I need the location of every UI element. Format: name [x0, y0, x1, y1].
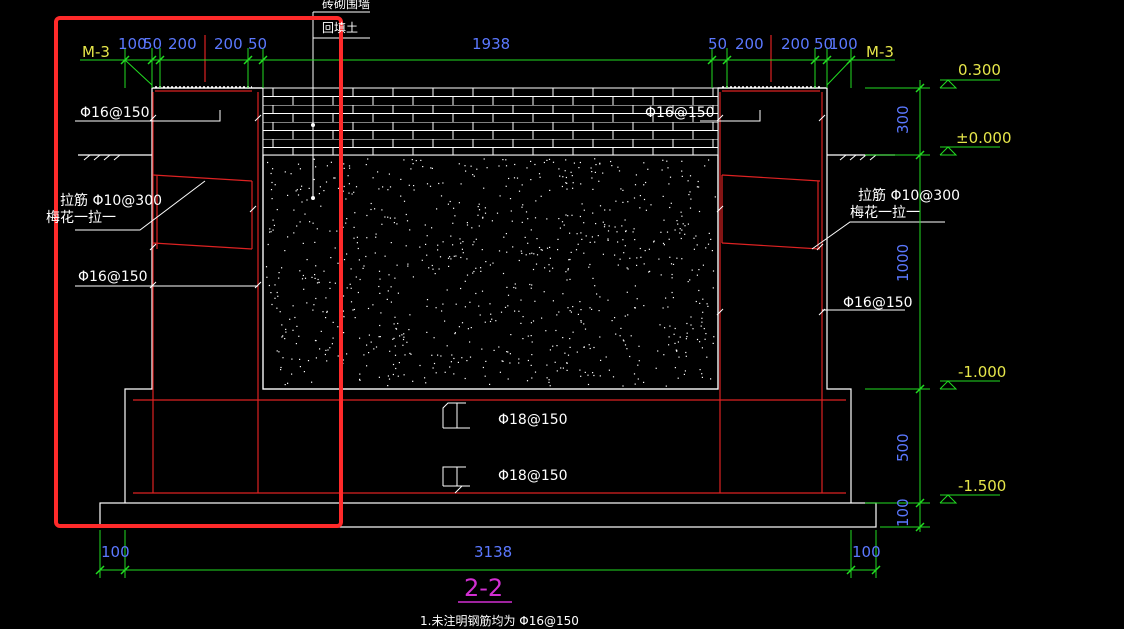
dim-top-center: 1938	[472, 35, 510, 53]
rebar-base-upper: Φ18@150	[498, 412, 568, 428]
elevation-m1500: -1.500	[958, 477, 1006, 495]
rebar-left-top: Φ16@150	[80, 105, 150, 121]
foundation-pad	[99, 502, 877, 528]
dim-top-left-3: 200	[168, 35, 197, 53]
dim-right-500: 500	[894, 433, 912, 462]
base-rebar-brackets	[442, 402, 470, 487]
rebar-lines	[133, 35, 846, 494]
section-title: 2-2	[464, 574, 503, 602]
dim-top-right-1: 50	[708, 35, 727, 53]
rebar-right-tie: 拉筋 Φ10@300	[858, 187, 960, 204]
brick-wall	[262, 87, 719, 156]
highlight-box	[54, 16, 343, 528]
dim-top-right-2: 200	[735, 35, 764, 53]
dim-right-300: 300	[894, 105, 912, 134]
label-backfill: 回填土	[322, 21, 358, 35]
ground-hatch	[83, 154, 877, 161]
rebar-right-lower: Φ16@150	[843, 295, 913, 311]
dim-top-left-2: 50	[143, 35, 162, 53]
soil-speckles	[265, 158, 716, 387]
dimension-ticks	[95, 55, 925, 575]
dim-right-1000: 1000	[894, 244, 912, 282]
elevation-0000: ±0.000	[956, 129, 1012, 147]
rebar-left-tie-sub: 梅花一拉一	[46, 210, 116, 226]
dim-bottom-center: 3138	[474, 543, 512, 561]
dim-right-100: 100	[894, 498, 912, 527]
rebar-left-tie: 拉筋 Φ10@300	[60, 192, 162, 209]
rebar-ticks	[149, 114, 826, 494]
label-brick-wall: 砖砌围墙	[322, 0, 370, 11]
dim-top-right-5: 100	[829, 35, 858, 53]
leader-lines	[75, 11, 945, 311]
m3-right-label: M-3	[866, 43, 894, 61]
rebar-right-top: Φ16@150	[645, 105, 715, 121]
section-note: 1.未注明钢筋均为 Φ16@150	[420, 613, 579, 628]
dim-top-left-5: 50	[248, 35, 267, 53]
dim-top-left-4: 200	[214, 35, 243, 53]
dim-bottom-left: 100	[101, 543, 130, 561]
dim-top-right-4: 50	[814, 35, 833, 53]
rebar-left-lower: Φ16@150	[78, 269, 148, 285]
dim-top-left-1: 100	[118, 35, 147, 53]
elevation-m1000: -1.000	[958, 363, 1006, 381]
rebar-base-lower: Φ18@150	[498, 468, 568, 484]
rebar-right-tie-sub: 梅花一拉一	[850, 205, 920, 221]
dim-top-right-3: 200	[781, 35, 810, 53]
dim-bottom-right: 100	[852, 543, 881, 561]
m3-left-label: M-3	[82, 43, 110, 61]
elevation-0300: 0.300	[958, 61, 1001, 79]
